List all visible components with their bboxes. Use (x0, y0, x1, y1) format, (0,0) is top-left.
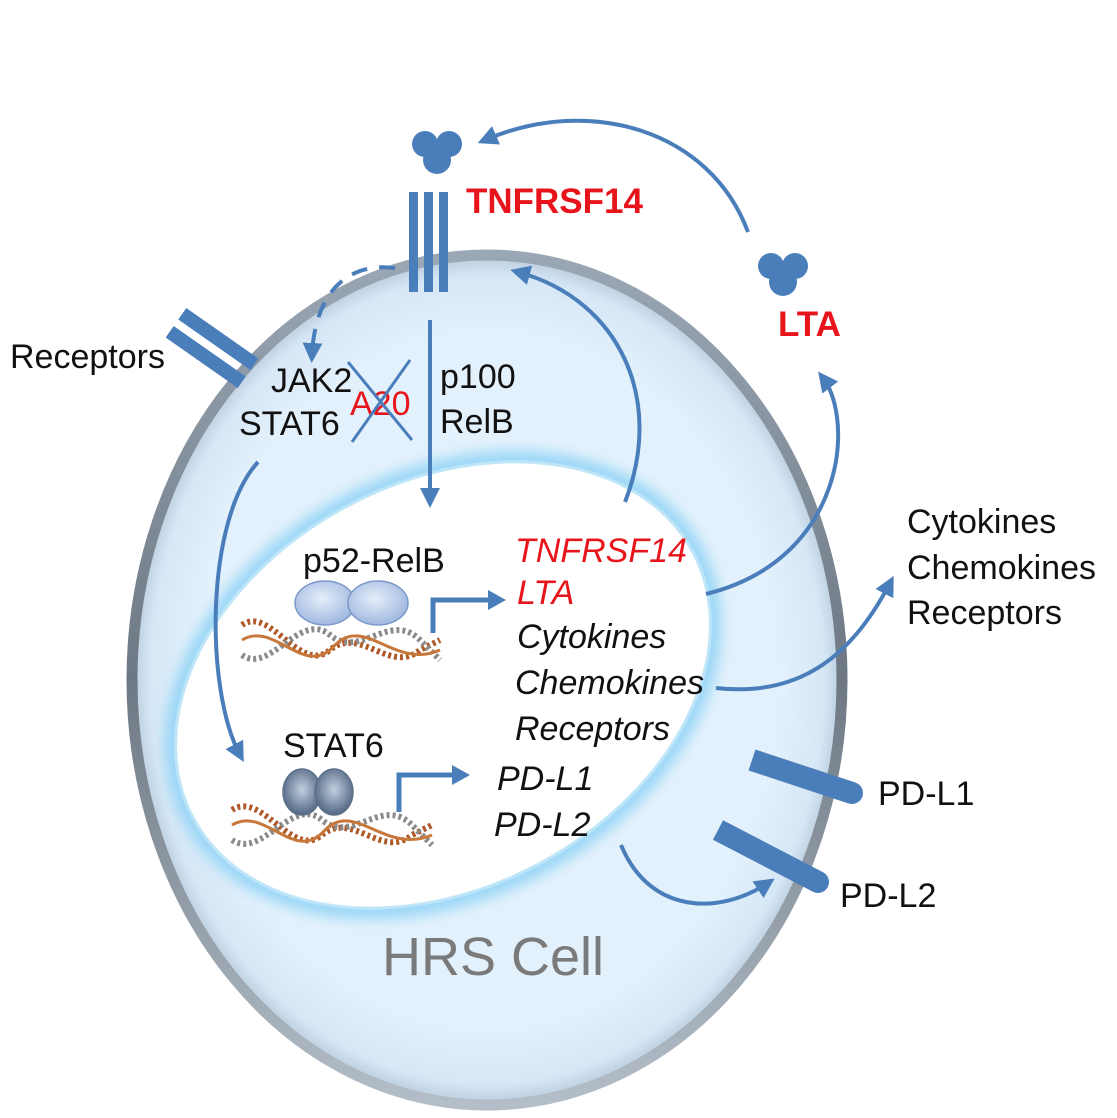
arrow-nucleus-to-tnfrsf14 (510, 265, 642, 503)
lta-trimer-icon (758, 253, 808, 296)
gene-cytokines-label: Cytokines (517, 618, 666, 656)
pdl1-label: PD-L1 (878, 775, 974, 813)
p52-relb-label: p52-RelB (303, 542, 445, 580)
transcription-start-arrow-icon (396, 772, 455, 812)
pdl2-protein-icon (712, 820, 829, 893)
nucleus-glow (165, 451, 721, 919)
stat6-dimer-label: STAT6 (283, 727, 384, 765)
receptors-label: Receptors (10, 338, 165, 376)
gene-receptors-label: Receptors (515, 710, 670, 748)
cell-label: HRS Cell (382, 927, 604, 987)
dna-helix-icon (240, 618, 443, 663)
secreted-cytokines-label: Cytokines (907, 503, 1056, 541)
stat6-cyto-label: STAT6 (239, 405, 340, 443)
p100-label: p100 (440, 358, 516, 396)
arrow-receptor-to-jak2 (302, 265, 396, 363)
dna-helix-icon (230, 803, 435, 848)
pdl1-protein-icon (748, 749, 863, 804)
secreted-chemokines-label: Chemokines (907, 549, 1096, 587)
bound-lta-trimer-icon (412, 131, 462, 174)
gene-chemokines-label: Chemokines (515, 664, 704, 702)
arrow-lta-to-tnfrsf14 (477, 118, 750, 233)
tnfrsf14-label: TNFRSF14 (466, 182, 644, 221)
transcription-start-arrow-icon (430, 597, 492, 633)
gene-pdl2-label: PD-L2 (494, 806, 590, 844)
arrow-stat6-to-nucleus (213, 460, 260, 763)
gene-lta-label: LTA (517, 574, 574, 612)
gene-pdl1-label: PD-L1 (497, 760, 593, 798)
a20-deleted-cross-icon (346, 359, 414, 443)
lta-label: LTA (778, 305, 841, 344)
arrow-nucleus-to-lta (705, 371, 841, 596)
p52-protein-icon (294, 580, 356, 626)
arrow-pdl-to-membrane (619, 844, 775, 906)
arrow-secreted-out (715, 575, 894, 692)
stat6-protein-icon (314, 768, 354, 816)
relb-cyto-label: RelB (440, 403, 514, 441)
relb-protein-icon (347, 580, 409, 626)
secreted-receptors-label: Receptors (907, 594, 1062, 632)
tnfrsf14-receptor-icon (409, 192, 448, 292)
cytokine-receptor-icon (165, 308, 259, 388)
pdl2-label: PD-L2 (840, 877, 936, 915)
jak2-label: JAK2 (271, 362, 352, 400)
gene-tnfrsf14-label: TNFRSF14 (515, 532, 687, 570)
